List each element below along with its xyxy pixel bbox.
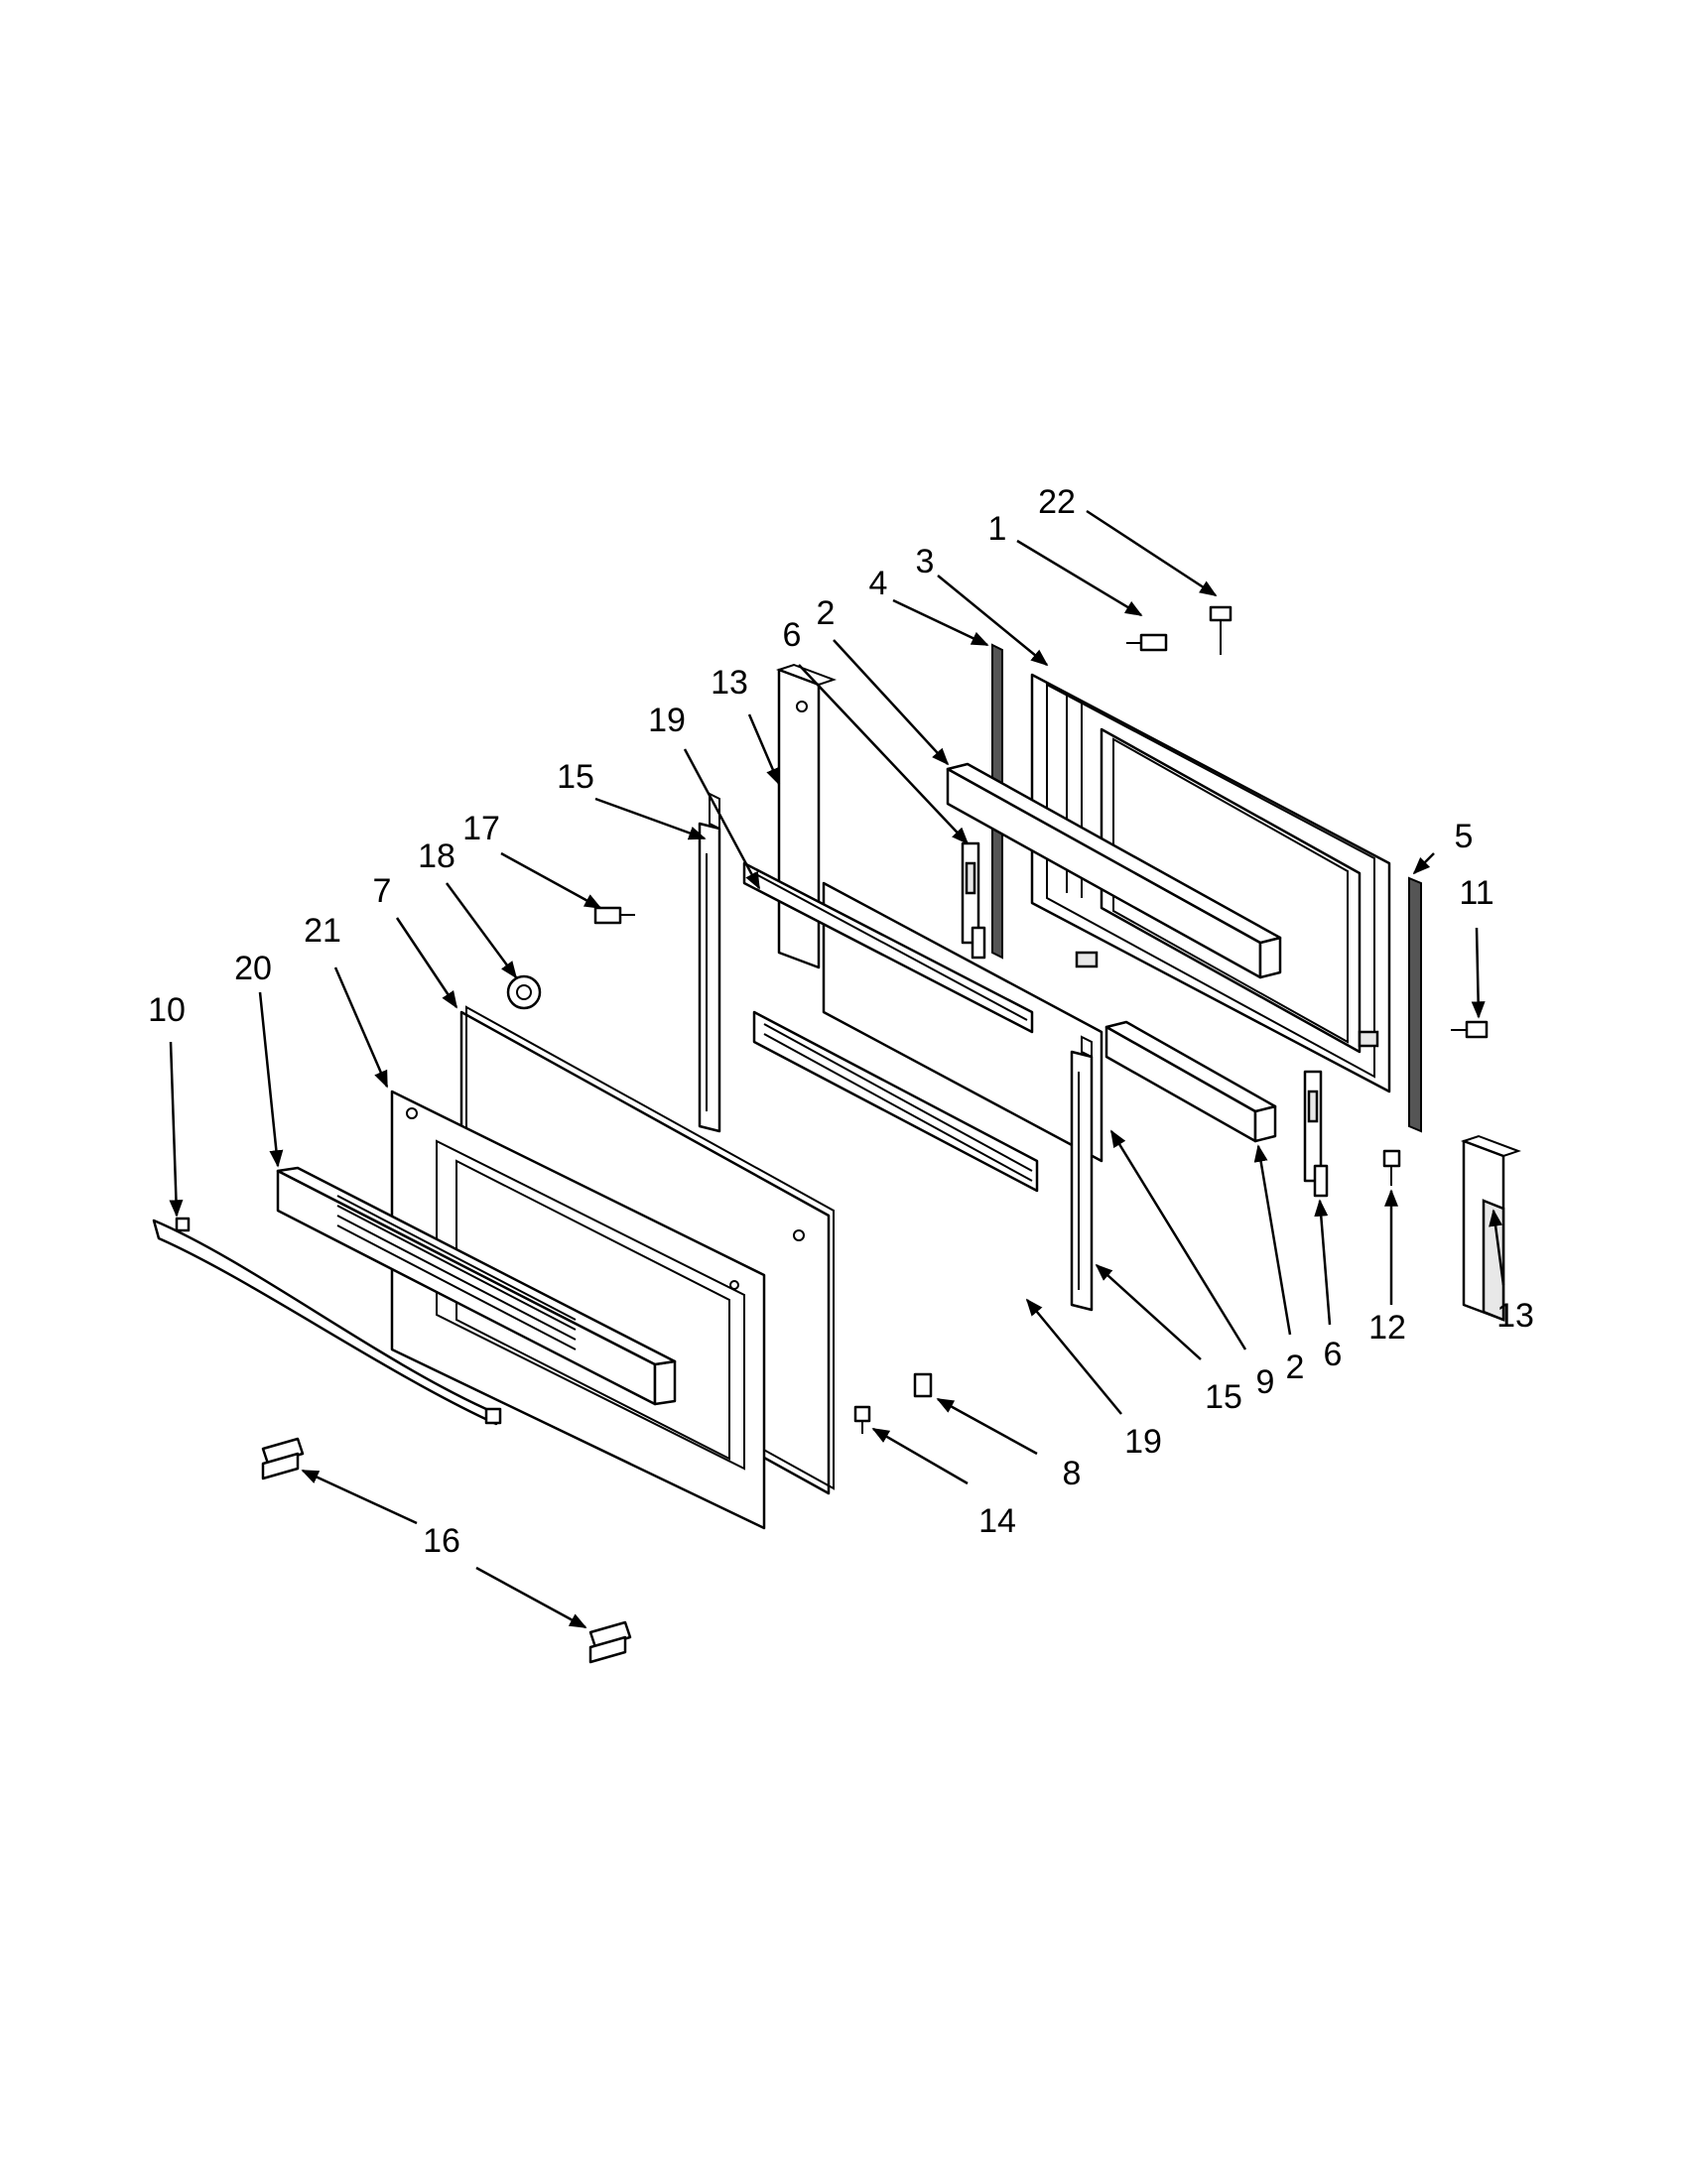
callout-2-upper: 2 <box>817 594 836 632</box>
screw-part-17 <box>593 906 635 925</box>
screw-part-11 <box>1451 1020 1489 1039</box>
clip-part-8 <box>913 1372 933 1398</box>
callout-12: 12 <box>1368 1309 1406 1347</box>
door-hinge-upper-part-6 <box>961 841 986 960</box>
callout-16: 16 <box>423 1522 460 1560</box>
callout-17: 17 <box>462 810 500 847</box>
screw-part-22 <box>1209 605 1233 655</box>
callout-9: 9 <box>1256 1363 1275 1401</box>
callout-4: 4 <box>869 565 888 602</box>
callout-13-right: 13 <box>1496 1297 1534 1335</box>
door-hinge-lower-part-6 <box>1303 1070 1329 1198</box>
insulation-lower-part-2 <box>1104 1020 1277 1143</box>
callout-13-left: 13 <box>711 664 748 702</box>
glass-retainer-upper-part-19 <box>742 861 1034 1034</box>
insulation-upper-part-2 <box>946 762 1282 979</box>
callout-18: 18 <box>418 837 455 875</box>
callout-19-upper: 19 <box>648 702 686 739</box>
callout-7: 7 <box>373 872 392 910</box>
door-vent-part-20 <box>276 1166 677 1406</box>
pin-part-14 <box>853 1405 871 1434</box>
door-handle-part-10 <box>152 1217 502 1426</box>
callout-21: 21 <box>304 912 341 950</box>
grommet-part-18 <box>506 974 542 1010</box>
callout-11: 11 <box>1459 874 1493 912</box>
callout-6-upper: 6 <box>783 616 802 654</box>
glass-support-right-part-15 <box>1070 1035 1094 1312</box>
callout-15-right: 15 <box>1205 1378 1242 1416</box>
bracket-left-part-16 <box>261 1437 305 1480</box>
callout-3: 3 <box>916 543 935 580</box>
callout-15-left: 15 <box>557 758 594 796</box>
callout-2-lower: 2 <box>1286 1349 1305 1386</box>
screw-part-12 <box>1382 1149 1401 1186</box>
callout-19-lower: 19 <box>1124 1423 1162 1461</box>
callout-20: 20 <box>234 950 272 987</box>
glass-retainer-lower-part-19 <box>752 1010 1039 1193</box>
callout-8: 8 <box>1063 1455 1082 1492</box>
door-side-trim-right-part-13 <box>1461 1134 1521 1322</box>
leader-lines <box>169 509 1505 1629</box>
callout-14: 14 <box>978 1502 1016 1540</box>
callout-1: 1 <box>988 510 1007 548</box>
inner-door-frame-part-3 <box>1030 673 1391 1093</box>
callout-6-lower: 6 <box>1324 1336 1343 1373</box>
callout-5: 5 <box>1455 818 1474 855</box>
callout-labels: 22 1 3 4 2 6 13 19 15 17 18 7 21 20 10 5… <box>148 483 1534 1560</box>
screw-part-1 <box>1126 633 1168 652</box>
door-gasket-right-part-5 <box>1408 876 1422 1133</box>
callout-10: 10 <box>148 991 186 1029</box>
bracket-right-part-16 <box>588 1620 632 1664</box>
glass-support-left-part-15 <box>698 792 721 1133</box>
callout-22: 22 <box>1038 483 1076 521</box>
